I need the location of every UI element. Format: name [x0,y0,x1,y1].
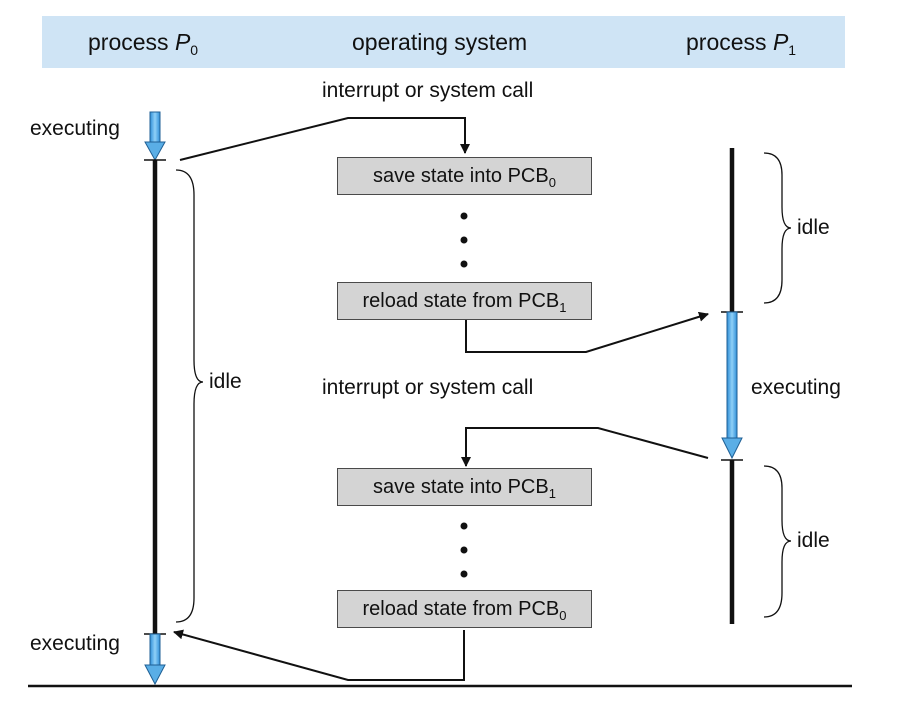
p1-idle-brace-top [763,152,792,304]
box-text: reload state from PCB [362,598,560,620]
box-sub: 1 [548,486,556,501]
box-sub: 1 [559,300,567,315]
header-p0-word: process [88,29,169,55]
box-reload-state-pcb0: reload state from PCB0 [337,590,592,628]
label-p0-executing-top: executing [30,117,120,140]
label-interrupt-top: interrupt or system call [322,79,534,102]
ellipsis-dots-top [460,212,468,268]
flow-p1-to-os [461,427,709,467]
box-reload-state-pcb1: reload state from PCB1 [337,282,592,320]
header-p0-sub: 0 [190,42,199,58]
header-band [42,16,845,68]
p1-executing-arrow [721,311,743,460]
label-interrupt-mid: interrupt or system call [322,376,534,399]
box-sub: 0 [559,608,567,623]
box-text: save state into PCB [373,476,549,498]
p0-executing-arrow-bottom [144,633,166,686]
box-text: reload state from PCB [362,290,560,312]
header-process-p0: process P0 [88,16,198,68]
header-p1-sub: 1 [788,42,797,58]
header-p1-word: process [686,29,767,55]
box-save-state-pcb1: save state into PCB1 [337,468,592,506]
label-p0-executing-bottom: executing [30,632,120,655]
label-p1-idle-bottom: idle [797,529,830,552]
box-sub: 0 [548,175,556,190]
label-p1-idle-top: idle [797,216,830,239]
label-p1-executing: executing [751,376,841,399]
flow-os-to-p1 [465,311,709,353]
ellipsis-dots-bottom [460,522,468,578]
flow-os-to-p0 [173,629,465,681]
p1-idle-brace-bottom [763,465,792,618]
header-p0-letter: P [174,29,191,55]
header-p1-letter: P [772,29,789,55]
p0-executing-arrow-top [144,111,166,162]
header-process-p1: process P1 [686,16,796,68]
flow-p0-to-os [179,117,470,161]
box-text: save state into PCB [373,165,549,187]
label-p0-idle: idle [209,370,242,393]
header-operating-system: operating system [352,29,528,55]
p0-idle-brace [175,169,204,623]
box-save-state-pcb0: save state into PCB0 [337,157,592,195]
